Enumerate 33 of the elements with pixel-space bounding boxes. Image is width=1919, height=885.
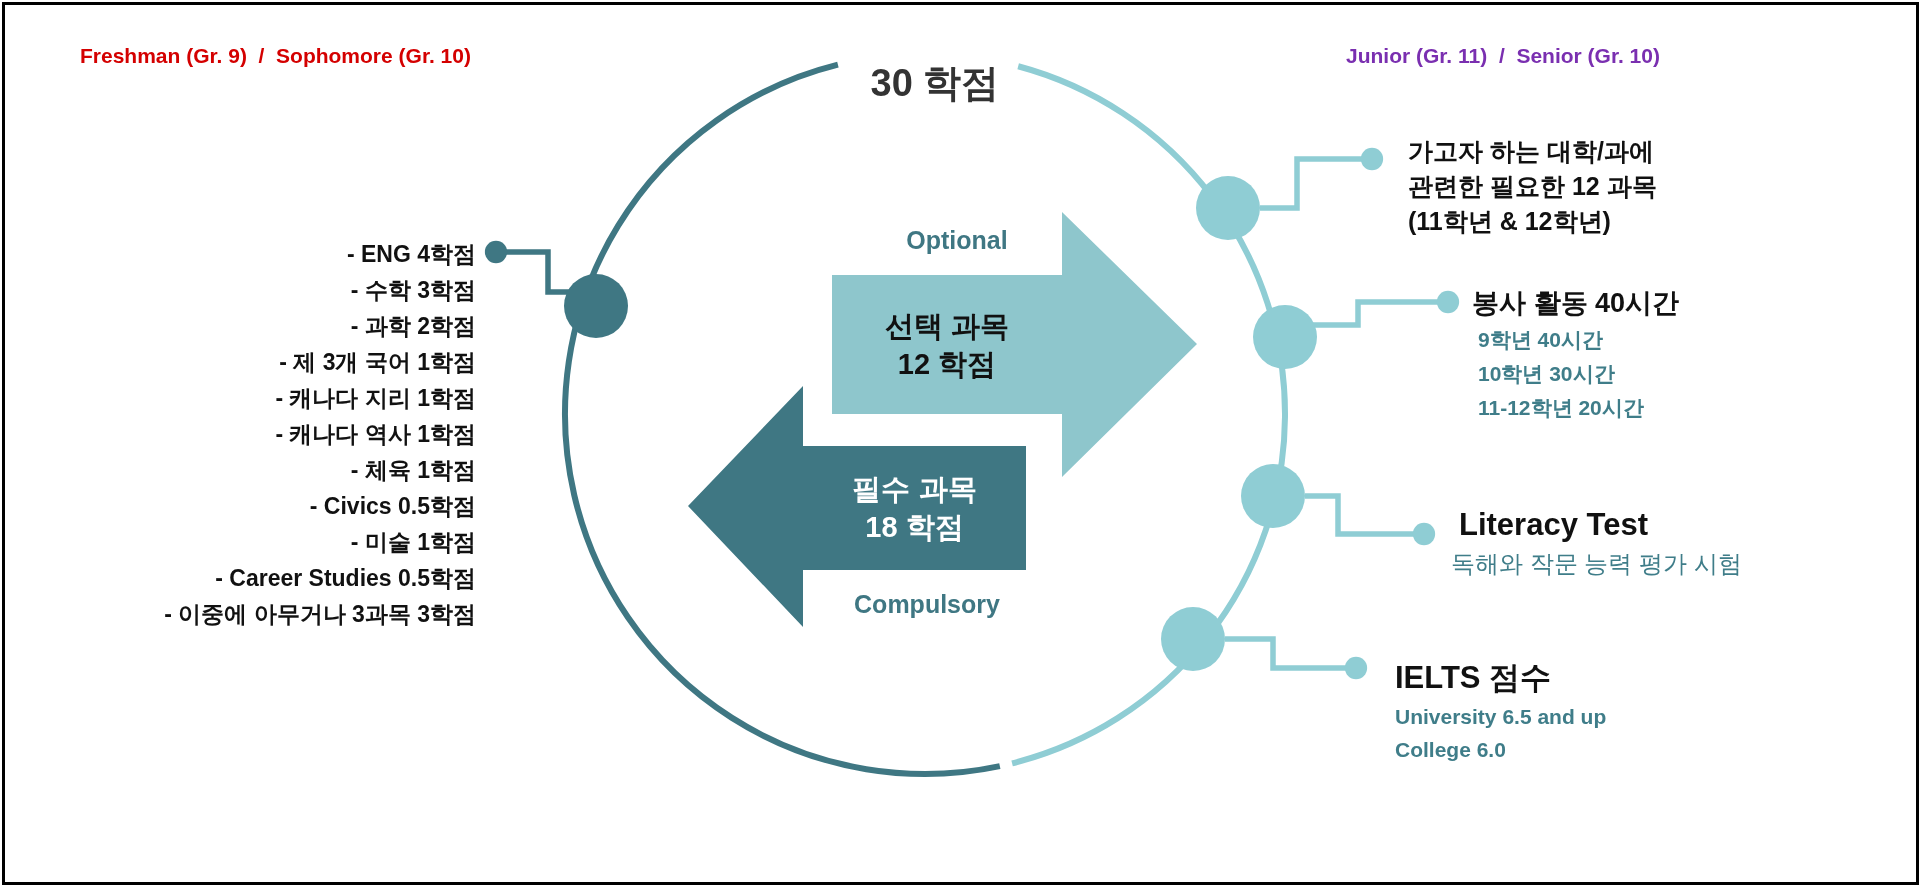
requirement-detail: 9학년 40시간 <box>1478 327 1603 353</box>
list-item: - 캐나다 지리 1학점 <box>275 384 476 413</box>
arrow-label: 선택 과목 12 학점 <box>883 308 1011 382</box>
leader-line <box>1225 636 1368 680</box>
requirement-detail: 독해와 작문 능력 평가 시험 <box>1451 549 1742 579</box>
list-item: - 체육 1학점 <box>350 456 476 485</box>
list-item: - 미술 1학점 <box>350 528 476 557</box>
requirement-text: 가고자 하는 대학/과에 관련한 필요한 12 과목 (11학년 & 12학년) <box>1408 136 1658 237</box>
requirement-detail: University 6.5 and up <box>1395 704 1607 730</box>
leader-line <box>1305 493 1436 546</box>
list-item: - 수학 3학점 <box>350 276 476 305</box>
arrow-caption: Optional <box>905 226 1009 255</box>
list-item: - ENG 4학점 <box>346 240 476 269</box>
arrow-caption: Compulsory <box>853 590 1001 619</box>
requirement-detail: 11-12학년 20시간 <box>1478 395 1644 421</box>
list-item: - 캐나다 역사 1학점 <box>275 420 476 449</box>
requirement-detail: 10학년 30시간 <box>1478 361 1615 387</box>
requirement-heading: Literacy Test <box>1459 506 1648 544</box>
leader-line <box>1260 147 1384 211</box>
requirement-heading: 봉사 활동 40시간 <box>1472 287 1680 320</box>
list-item: - Career Studies 0.5학점 <box>215 564 476 593</box>
list-item: - 이중에 아무거나 3과목 3학점 <box>164 600 476 629</box>
grade-header: Freshman (Gr. 9) / Sophomore (Gr. 10) <box>80 44 471 68</box>
grade-header: Junior (Gr. 11) / Senior (Gr. 10) <box>1346 44 1660 68</box>
list-item: - Civics 0.5학점 <box>309 492 476 521</box>
node-circle <box>1161 607 1225 671</box>
list-item: - 제 3개 국어 1학점 <box>279 348 476 377</box>
leader-line <box>484 240 569 295</box>
requirement-heading: IELTS 점수 <box>1395 659 1552 697</box>
arrow-label: 필수 과목 18 학점 <box>851 472 978 545</box>
requirement-detail: College 6.0 <box>1395 737 1506 763</box>
leader-line <box>1313 290 1460 328</box>
list-item: - 과학 2학점 <box>350 312 476 341</box>
